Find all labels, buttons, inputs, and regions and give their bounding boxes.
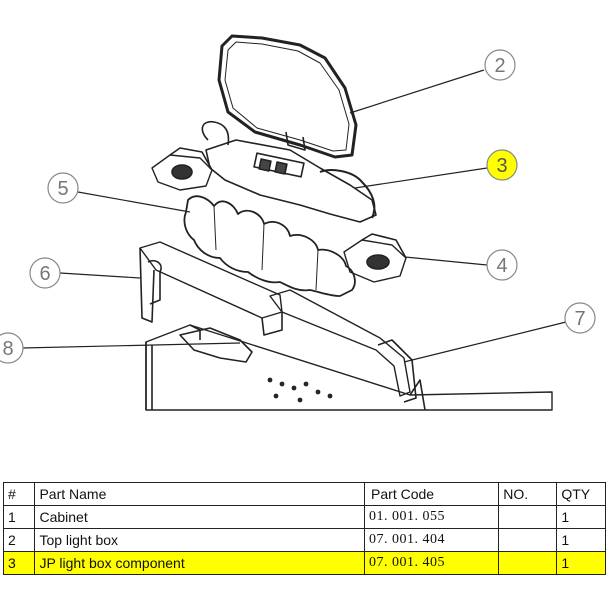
row-part-code: 07. 001. 404 xyxy=(364,528,500,552)
column-header-part-code: Part Code xyxy=(364,482,500,506)
callout-2: 2 xyxy=(484,49,516,81)
callout-3: 3 xyxy=(486,149,518,181)
front-frame-drawing xyxy=(269,289,417,403)
callout-8: 8 xyxy=(0,332,24,364)
jp-light-box-drawing xyxy=(151,120,377,223)
callout-3-label: 3 xyxy=(496,155,507,177)
row-qty: 1 xyxy=(556,505,606,529)
row-part-code: 01. 001. 055 xyxy=(364,505,500,529)
parts-table: # Part Name Part Code NO. QTY 1 Cabinet … xyxy=(2,482,606,575)
row-number: 1 xyxy=(2,505,36,529)
row-part-name: Top light box xyxy=(34,528,366,552)
leader-lines xyxy=(21,69,567,363)
callout-6-label: 6 xyxy=(39,263,50,285)
row-qty: 1 xyxy=(556,551,606,575)
row-part-name: Cabinet xyxy=(34,505,366,529)
row-number: 2 xyxy=(2,528,36,552)
right-speaker-drawing xyxy=(343,233,407,283)
row-no xyxy=(498,505,558,529)
cabinet-body-drawing xyxy=(145,324,553,411)
top-light-box-drawing xyxy=(217,34,358,159)
row-qty: 1 xyxy=(556,528,606,552)
table-row: 1 Cabinet 01. 001. 055 1 xyxy=(2,505,606,529)
table-header-row: # Part Name Part Code NO. QTY xyxy=(2,482,606,506)
row-no xyxy=(498,528,558,552)
wavy-sign-drawing xyxy=(183,195,356,297)
callout-5-label: 5 xyxy=(57,178,68,200)
callout-6: 6 xyxy=(29,257,61,289)
column-header-no: NO. xyxy=(498,482,558,506)
callout-7-label: 7 xyxy=(574,308,585,330)
callout-4-label: 4 xyxy=(496,255,507,277)
exploded-assembly-diagram: 2 3 4 5 6 7 8 xyxy=(0,34,596,411)
table-row-highlighted: 3 JP light box component 07. 001. 405 1 xyxy=(2,551,606,575)
table-row: 2 Top light box 07. 001. 404 1 xyxy=(2,528,606,552)
row-number: 3 xyxy=(2,551,36,575)
callout-7: 7 xyxy=(564,302,596,334)
row-part-code: 07. 001. 405 xyxy=(364,551,500,575)
column-header-part-name: Part Name xyxy=(34,482,366,506)
callout-5: 5 xyxy=(47,172,79,204)
column-header-qty: QTY xyxy=(556,482,606,506)
callout-2-label: 2 xyxy=(494,55,505,77)
row-no xyxy=(498,551,558,575)
callout-8-label: 8 xyxy=(2,338,13,360)
row-part-name: JP light box component xyxy=(34,551,366,575)
column-header-number: # xyxy=(2,482,36,506)
callout-4: 4 xyxy=(486,249,518,281)
